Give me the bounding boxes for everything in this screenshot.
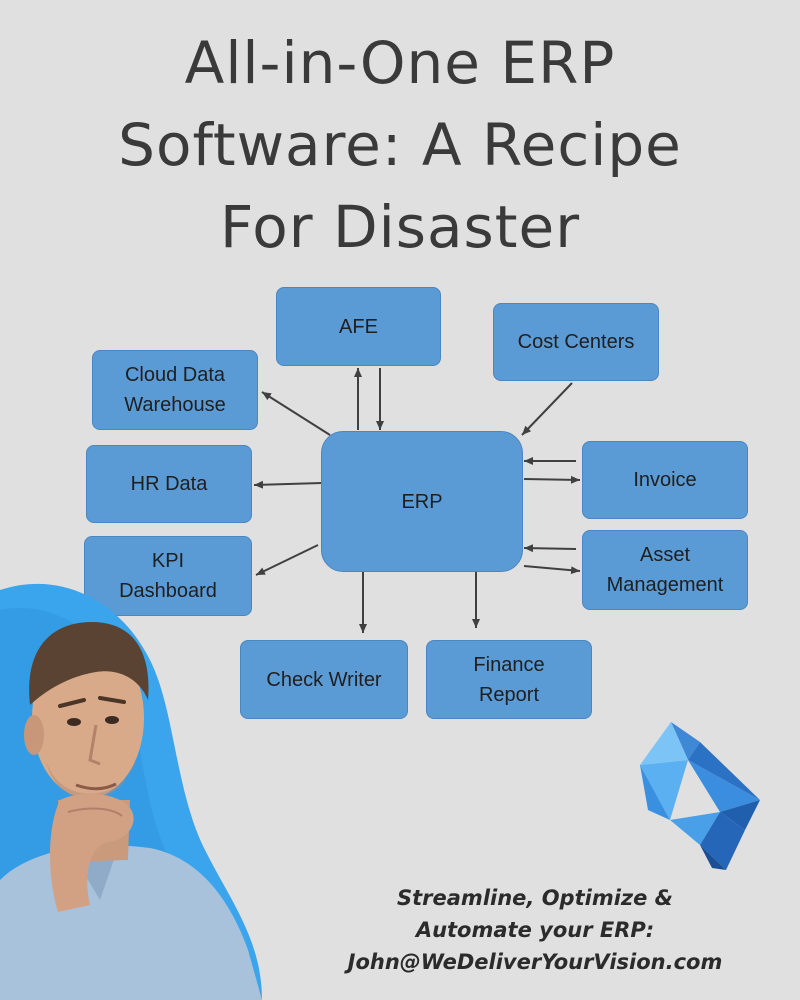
finance-report-label-2: Report [478,683,540,706]
cloud-data-warehouse-label-1: Cloud Data [124,364,226,386]
asset-management-label-2: Management [606,574,724,596]
kpi-dashboard-node: KPI Dashboard [84,536,252,616]
cta-email: John@WeDeliverYourVision.com [347,950,723,974]
arrow-erp-to-hr-data [253,480,323,489]
arrow-asset-management-to-erp [523,544,577,553]
cost-centers-node-label: Cost Centers [517,331,635,353]
arrow-erp-to-asset-management [523,565,581,575]
cloud-data-warehouse-label-2: Warehouse [124,394,226,416]
title-line-2: Software: A Recipe [118,111,682,179]
finance-report-label-1: Finance [473,653,545,676]
hair-shape [29,622,149,705]
contact-call-to-action: Streamline, Optimize & Automate your ERP… [270,882,800,978]
asset-management-label-1: Asset [639,544,691,566]
check-writer-node-label: Check Writer [266,668,382,691]
invoice-node: Invoice [582,441,748,519]
cost-centers-node: Cost Centers [493,303,659,381]
check-writer-node: Check Writer [240,640,408,719]
finance-report-node: Finance Report [426,640,592,719]
cta-line-2: Automate your ERP: [415,918,655,942]
arrow-erp-to-invoice [523,475,581,484]
kpi-dashboard-label-2: Dashboard [119,580,217,602]
title-line-1: All-in-One ERP [184,29,616,97]
arrow-erp-to-kpi-dashboard [255,544,319,576]
hr-data-node-label: HR Data [130,473,208,495]
arrow-erp-to-cloud-data-warehouse [261,391,331,436]
afe-node-label: AFE [339,315,378,338]
cloud-data-warehouse-node: Cloud Data Warehouse [92,350,258,430]
afe-node: AFE [276,287,441,366]
asset-management-node: Asset Management [582,530,748,610]
page-title: All-in-One ERP Software: A Recipe For Di… [0,22,800,268]
invoice-node-label: Invoice [633,469,697,491]
cta-line-1: Streamline, Optimize & [397,886,673,910]
title-line-3: For Disaster [219,193,581,261]
kpi-dashboard-label-1: KPI [151,550,185,572]
hand-shape [50,793,134,912]
erp-node-label: ERP [401,490,443,513]
erp-node: ERP [321,431,523,572]
arrow-cost-centers-to-erp [521,382,573,436]
hr-data-node: HR Data [86,445,252,523]
